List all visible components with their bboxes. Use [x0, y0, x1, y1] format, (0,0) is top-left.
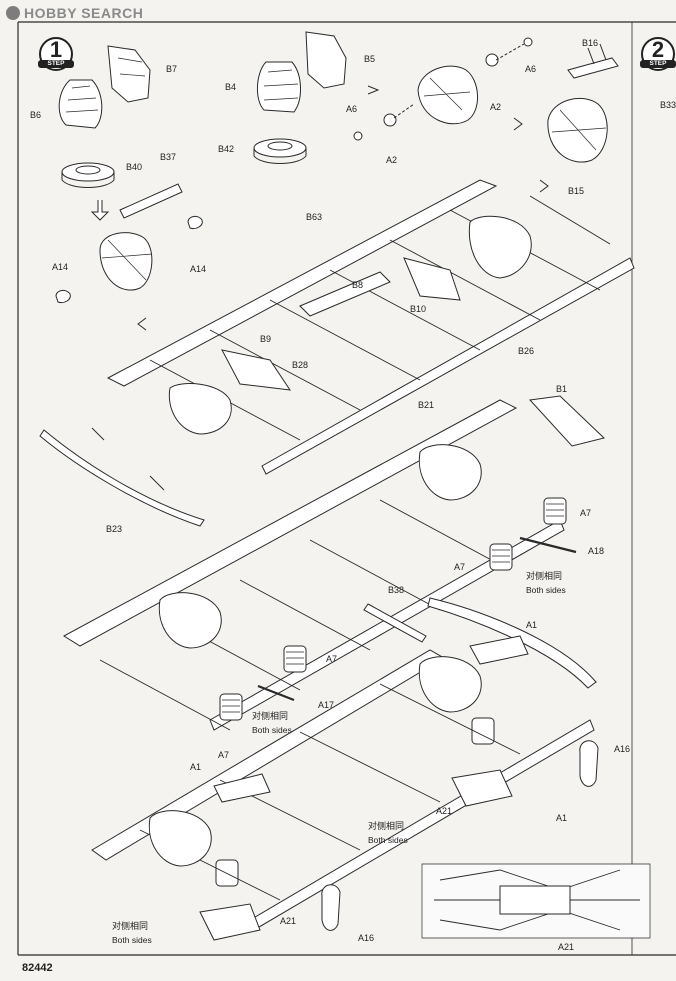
housing-right [417, 43, 619, 163]
part-label: A7 [218, 750, 230, 760]
housing-b6-b7 [58, 45, 151, 188]
part-label: B16 [582, 38, 599, 48]
part-label: A7 [454, 562, 466, 572]
note-en: Both sides [526, 585, 566, 595]
part-label: A1 [526, 620, 538, 630]
note-cn: 对侧相同 [526, 572, 563, 582]
part-label: B23 [106, 524, 123, 534]
part-label: A7 [326, 654, 338, 664]
note-cn: 对侧相同 [112, 922, 149, 932]
part-label: B42 [218, 144, 235, 154]
step-1-badge: 1 STEP [34, 36, 78, 76]
part-label: B21 [418, 400, 435, 410]
note-cn: 对侧相同 [368, 822, 405, 832]
ladder-frame-upper [106, 179, 635, 475]
note-en: Both sides [252, 725, 292, 735]
part-label: B6 [30, 110, 42, 120]
part-label: A16 [358, 933, 375, 943]
part-label: A14 [52, 262, 69, 272]
part-label: B4 [225, 82, 237, 92]
part-label: B5 [364, 54, 376, 64]
step-number: 2 [651, 37, 665, 62]
part-label: B1 [556, 384, 568, 394]
part-label: A6 [525, 64, 537, 74]
part-label: A16 [614, 744, 631, 754]
part-label: B28 [292, 360, 309, 370]
part-label: B9 [260, 334, 272, 344]
part-label: A1 [556, 813, 568, 823]
part-label: B33 [660, 100, 676, 110]
part-label: A7 [580, 508, 592, 518]
part-label: A1 [190, 762, 202, 772]
hobby-logo-icon [6, 6, 20, 20]
watermark: HOBBY SEARCH [6, 4, 143, 22]
coil-springs [215, 497, 567, 887]
part-label: B26 [518, 346, 535, 356]
part-label: B7 [166, 64, 178, 74]
watermark-text: HOBBY SEARCH [24, 5, 144, 21]
part-label: A21 [558, 942, 575, 952]
part-label: B15 [568, 186, 585, 196]
part-label: B40 [126, 162, 143, 172]
part-label: B38 [388, 585, 405, 595]
part-label: B10 [410, 304, 427, 314]
step-tag: STEP [640, 60, 676, 68]
part-label: A17 [318, 700, 335, 710]
note-en: Both sides [368, 835, 408, 845]
ladder-frame-middle [63, 399, 565, 731]
part-label: A21 [436, 806, 453, 816]
part-label: B37 [160, 152, 177, 162]
part-label: B63 [306, 212, 323, 222]
step-2-badge: 2 STEP [636, 36, 676, 76]
part-label: A21 [280, 916, 297, 926]
part-label: A2 [386, 155, 398, 165]
page-code: 82442 [22, 962, 53, 974]
step-number: 1 [49, 37, 63, 62]
step-tag: STEP [38, 60, 74, 68]
part-label: A14 [190, 264, 207, 274]
part-label: A2 [490, 102, 502, 112]
note-cn: 对侧相同 [252, 712, 289, 722]
part-label: A18 [588, 546, 605, 556]
note-en: Both sides [112, 935, 152, 945]
housing-b4-b5 [253, 31, 347, 164]
part-label: A6 [346, 104, 358, 114]
part-label: B8 [352, 280, 364, 290]
